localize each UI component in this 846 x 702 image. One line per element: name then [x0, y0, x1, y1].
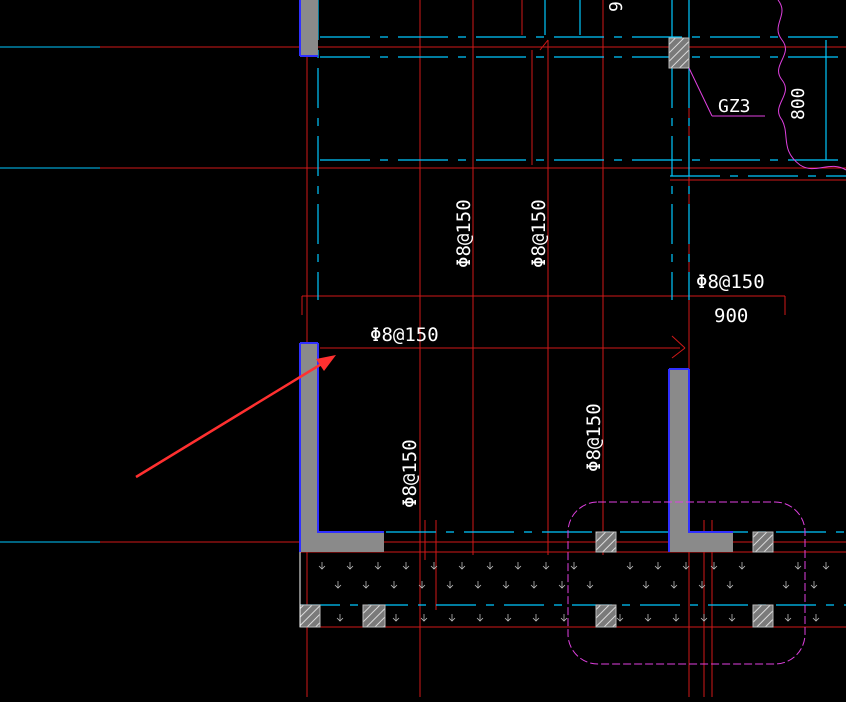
soil-symbol — [334, 581, 342, 589]
soil-symbol — [504, 614, 512, 622]
soil-symbol — [586, 581, 594, 589]
soil-symbol — [784, 614, 792, 622]
soil-symbol — [474, 581, 482, 589]
soil-symbol — [822, 562, 830, 570]
soil-symbol — [486, 562, 494, 570]
wall-left-top — [299, 0, 318, 57]
soil-symbol — [560, 614, 568, 622]
gz3-leader — [688, 67, 765, 117]
soil-symbol — [558, 581, 566, 589]
soil-symbol — [698, 581, 706, 589]
rebar-label-horizontal: Φ8@150 — [370, 324, 439, 346]
soil-symbol — [670, 581, 678, 589]
vertical-red-lines — [306, 0, 713, 697]
soil-symbol — [448, 614, 456, 622]
soil-symbol — [318, 562, 326, 570]
hatched-column-icon — [299, 37, 774, 628]
rebar-label-vertical-1: Φ8@150 — [453, 199, 475, 268]
soil-symbol — [458, 562, 466, 570]
soil-symbol — [418, 581, 426, 589]
soil-symbol — [570, 562, 578, 570]
dimension-top-partial: 9 — [606, 1, 627, 12]
soil-symbol — [392, 614, 400, 622]
annotations: Φ8@150 Φ8@150 900 GZ3 Φ8@150 Φ8@150 Φ8@1… — [370, 1, 809, 508]
soil-symbol — [502, 581, 510, 589]
soil-symbol — [728, 614, 736, 622]
wall-l-shape-right — [668, 368, 733, 552]
red-arrow-icon — [135, 355, 336, 479]
soil-symbol — [530, 581, 538, 589]
soil-symbol — [682, 562, 690, 570]
soil-symbol — [644, 614, 652, 622]
rebar-label-vertical-4: Φ8@150 — [583, 403, 605, 472]
soil-symbol — [374, 562, 382, 570]
soil-symbol — [336, 614, 344, 622]
soil-symbol — [390, 581, 398, 589]
soil-symbol — [616, 614, 624, 622]
soil-symbol — [476, 614, 484, 622]
column-label-gz3: GZ3 — [718, 96, 751, 117]
soil-symbol — [810, 581, 818, 589]
dimension-900: 900 — [714, 305, 748, 327]
soil-symbol — [782, 581, 790, 589]
left-grid-lines — [0, 46, 300, 543]
foundation-strip — [299, 552, 830, 627]
rebar-label-vertical-3: Φ8@150 — [399, 439, 421, 508]
rebar-label-vertical-2: Φ8@150 — [528, 199, 550, 268]
soil-symbol — [626, 562, 634, 570]
soil-symbol — [812, 614, 820, 622]
soil-symbol — [532, 614, 540, 622]
soil-symbol — [710, 562, 718, 570]
soil-symbol — [726, 581, 734, 589]
soil-symbol — [346, 562, 354, 570]
break-line — [777, 0, 846, 171]
soil-symbol — [542, 562, 550, 570]
soil-symbol — [672, 614, 680, 622]
rebar-label-top-right: Φ8@150 — [696, 271, 765, 293]
soil-symbol — [794, 562, 802, 570]
pile-cap-outline — [567, 501, 806, 665]
soil-symbol — [642, 581, 650, 589]
soil-symbol — [738, 562, 746, 570]
soil-symbol — [654, 562, 662, 570]
soil-symbol — [430, 562, 438, 570]
soil-symbol — [514, 562, 522, 570]
wall-l-shape-left — [299, 342, 384, 552]
dimension-800: 800 — [788, 87, 809, 120]
soil-symbol — [700, 614, 708, 622]
cyan-dashed-lines — [300, 0, 846, 606]
soil-symbol — [420, 614, 428, 622]
soil-symbol — [402, 562, 410, 570]
soil-symbol — [446, 581, 454, 589]
soil-symbol — [362, 581, 370, 589]
